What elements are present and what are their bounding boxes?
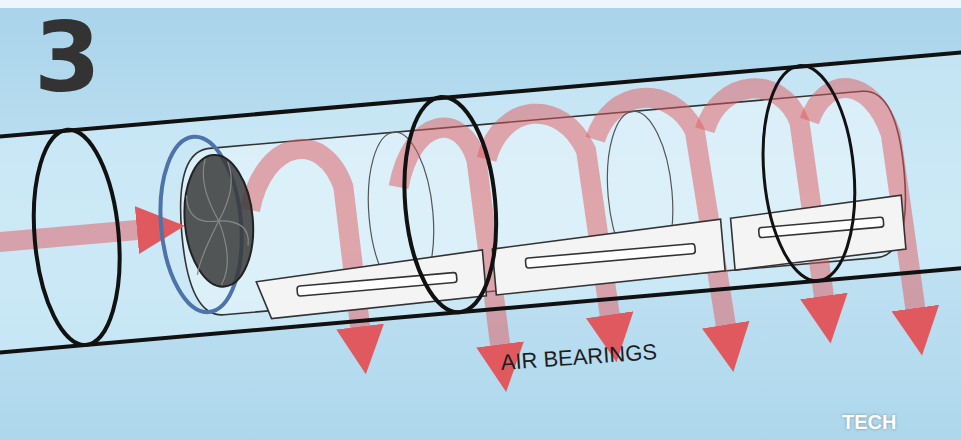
tube-ring xyxy=(25,126,128,348)
airflow-arrow xyxy=(245,145,362,350)
air-bearing-ski xyxy=(730,195,907,270)
tube-wall xyxy=(0,41,961,147)
air-bearing-ski xyxy=(491,219,725,295)
top-strip xyxy=(0,0,961,8)
compressor-fan xyxy=(179,152,258,289)
airflow-arrow xyxy=(0,229,151,245)
tube-ring xyxy=(396,93,504,316)
ski-slot xyxy=(525,243,695,268)
step-number: 3 xyxy=(34,10,101,106)
fan-blades xyxy=(183,156,252,288)
air-bearing-ski xyxy=(255,250,486,320)
tube-ring xyxy=(755,62,863,285)
tube-wall xyxy=(0,256,961,362)
watermark: TECH xyxy=(842,412,896,432)
